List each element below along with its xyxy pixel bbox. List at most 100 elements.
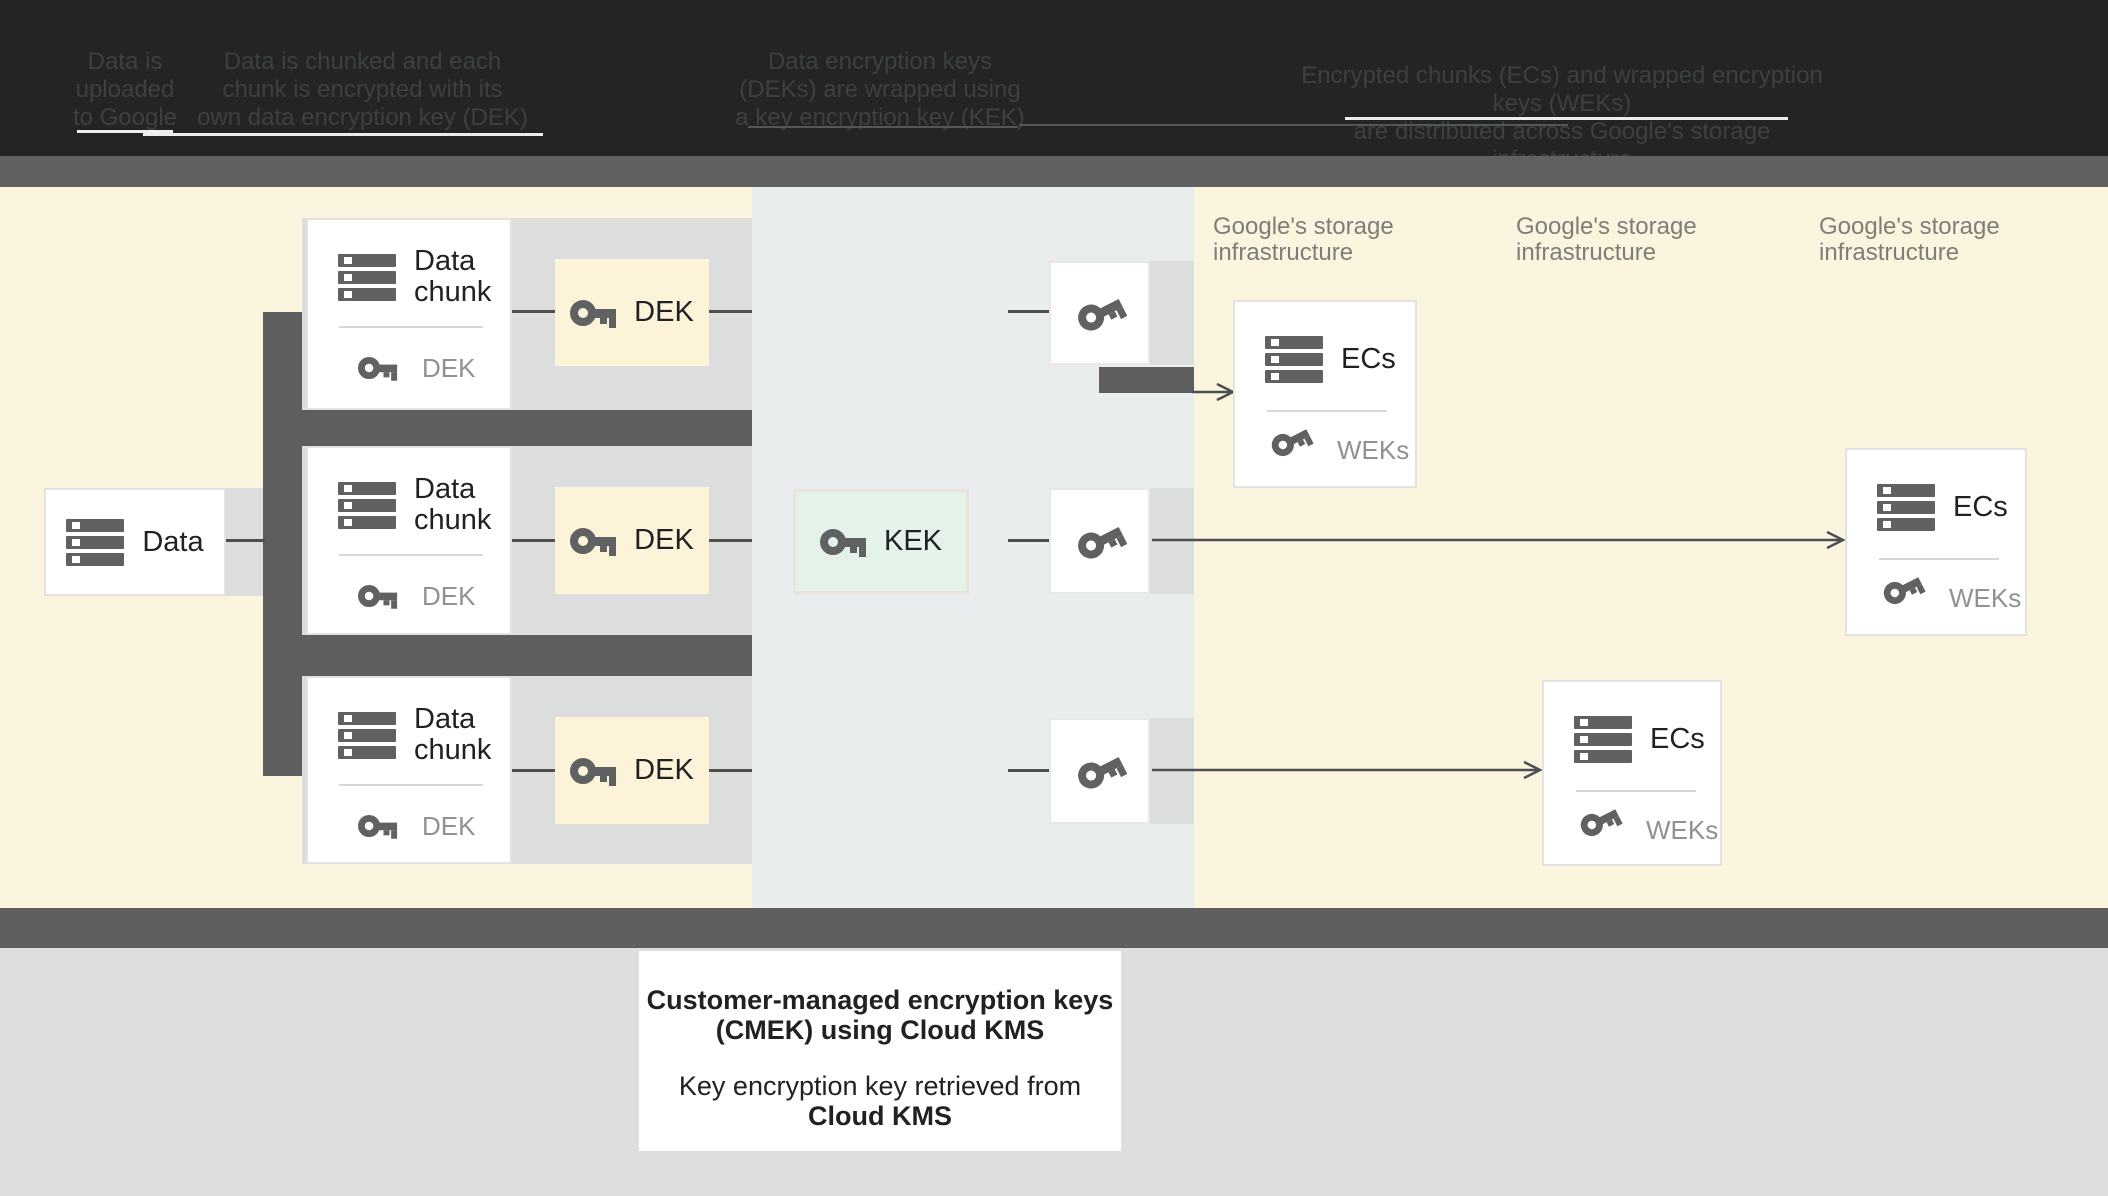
chunk-dek-row: DEK bbox=[358, 806, 475, 846]
data-icon bbox=[1877, 483, 1935, 531]
dek-box: DEK bbox=[555, 259, 709, 366]
box-divider bbox=[1576, 790, 1696, 792]
tilted-key-icon bbox=[1073, 518, 1127, 564]
connector-line bbox=[1008, 539, 1050, 542]
box-divider bbox=[339, 554, 483, 556]
chunk-dek-row: DEK bbox=[358, 576, 475, 616]
ecs-title-row: ECs bbox=[1877, 474, 2008, 540]
storage-label-line: Google's storage bbox=[1213, 213, 1394, 240]
bottom-divider-bar bbox=[0, 908, 2108, 948]
caption-line: uploaded bbox=[75, 76, 175, 103]
storage-label-line: infrastructure bbox=[1819, 239, 1960, 266]
arrow-to-ecs-3 bbox=[1152, 760, 1543, 780]
weks-row: WEKs bbox=[1576, 809, 1718, 850]
weks-row: WEKs bbox=[1879, 577, 2022, 618]
wrap-key-box bbox=[1049, 488, 1150, 594]
caption-line: chunk is encrypted with its bbox=[222, 76, 503, 103]
chunk-dek-label: DEK bbox=[422, 352, 476, 383]
connector-line bbox=[709, 310, 752, 313]
kek-label: KEK bbox=[883, 525, 943, 557]
tilted-key-icon bbox=[1267, 422, 1314, 461]
storage-label-line: Google's storage bbox=[1516, 213, 1697, 240]
row-gap-bar bbox=[263, 635, 752, 676]
chunk-dek-row: DEK bbox=[358, 348, 475, 388]
caption-line: to Google bbox=[72, 104, 178, 131]
data-label: Data bbox=[142, 525, 204, 558]
storage-label: Google's storage infrastructure bbox=[1213, 214, 1443, 266]
note-line: Customer-managed encryption keys bbox=[646, 985, 1114, 1015]
chunk-label: chunk bbox=[414, 504, 492, 536]
header-band: Data is uploaded to Google Data is chunk… bbox=[0, 0, 2108, 173]
caption-wrapping: Data encryption keys (DEKs) are wrapped … bbox=[720, 48, 1040, 132]
ecs-title-row: ECs bbox=[1574, 706, 1705, 772]
caption-line: Data is bbox=[87, 48, 163, 75]
underline-artifact bbox=[77, 130, 173, 133]
caption-line: Data is chunked and each bbox=[223, 48, 502, 75]
underline-artifact bbox=[748, 126, 1018, 128]
data-connector-line bbox=[220, 539, 265, 542]
box-divider bbox=[1879, 558, 1999, 560]
storage-label-line: infrastructure bbox=[1213, 239, 1354, 266]
storage-label: Google's storage infrastructure bbox=[1516, 214, 1746, 266]
arrow-to-ecs-1 bbox=[1192, 382, 1236, 402]
weks-label: WEKs bbox=[1949, 582, 2022, 613]
box-divider bbox=[1267, 410, 1387, 412]
chunk-dek-label: DEK bbox=[422, 580, 476, 611]
dek-label: DEK bbox=[634, 754, 694, 786]
chunk-label: Data bbox=[414, 473, 476, 505]
data-icon bbox=[338, 253, 396, 301]
key-icon bbox=[570, 757, 617, 786]
ecs-label: ECs bbox=[1341, 342, 1396, 375]
note-spacer bbox=[639, 1045, 1121, 1071]
ecs-box: ECs WEKs bbox=[1845, 448, 2027, 636]
dek-label: DEK bbox=[634, 296, 694, 328]
data-icon bbox=[66, 518, 125, 566]
wrapped-key-thick-arrow bbox=[1099, 367, 1194, 393]
storage-label-line: Google's storage bbox=[1819, 213, 2000, 240]
caption-line: Encrypted chunks (ECs) and wrapped encry… bbox=[1301, 62, 1823, 117]
ecs-title-row: ECs bbox=[1265, 326, 1396, 392]
tilted-key-icon bbox=[1073, 748, 1127, 794]
key-icon bbox=[358, 356, 398, 381]
key-icon bbox=[358, 814, 398, 839]
ecs-box: ECs WEKs bbox=[1233, 300, 1417, 488]
arrow-to-ecs-2 bbox=[1152, 530, 1846, 550]
connector-line bbox=[512, 769, 555, 772]
key-icon bbox=[358, 584, 398, 609]
tilted-key-icon bbox=[1879, 570, 1926, 609]
ecs-label: ECs bbox=[1650, 722, 1705, 755]
key-icon bbox=[570, 527, 617, 556]
data-box: Data bbox=[44, 488, 226, 596]
connector-line bbox=[512, 539, 555, 542]
key-box-strip bbox=[1150, 261, 1194, 365]
underline-artifact bbox=[1019, 124, 1568, 126]
connector-line bbox=[512, 310, 555, 313]
kek-box: KEK bbox=[793, 489, 969, 594]
weks-label: WEKs bbox=[1337, 434, 1410, 465]
box-divider bbox=[339, 784, 483, 786]
tilted-key-icon bbox=[1073, 290, 1127, 336]
ecs-box: ECs WEKs bbox=[1542, 680, 1722, 866]
caption-chunking: Data is chunked and each chunk is encryp… bbox=[180, 48, 545, 132]
caption-upload: Data is uploaded to Google bbox=[25, 48, 225, 132]
key-icon bbox=[570, 299, 617, 328]
dek-label: DEK bbox=[634, 524, 694, 556]
data-strip bbox=[226, 488, 263, 596]
weks-row: WEKs bbox=[1267, 429, 1410, 470]
top-divider-bar bbox=[0, 156, 2108, 187]
tilted-key-icon bbox=[1576, 802, 1623, 841]
storage-label-line: infrastructure bbox=[1516, 239, 1657, 266]
data-icon bbox=[1574, 715, 1632, 763]
connector-line bbox=[1008, 769, 1050, 772]
chunk-label: chunk bbox=[414, 734, 492, 766]
caption-line: Data encryption keys bbox=[767, 48, 993, 75]
caption-line: own data encryption key (DEK) bbox=[197, 104, 528, 131]
cmek-note-box: Customer-managed encryption keys (CMEK) … bbox=[639, 951, 1121, 1151]
chunk-label: Data bbox=[414, 703, 476, 735]
chunk-dek-label: DEK bbox=[422, 810, 476, 841]
